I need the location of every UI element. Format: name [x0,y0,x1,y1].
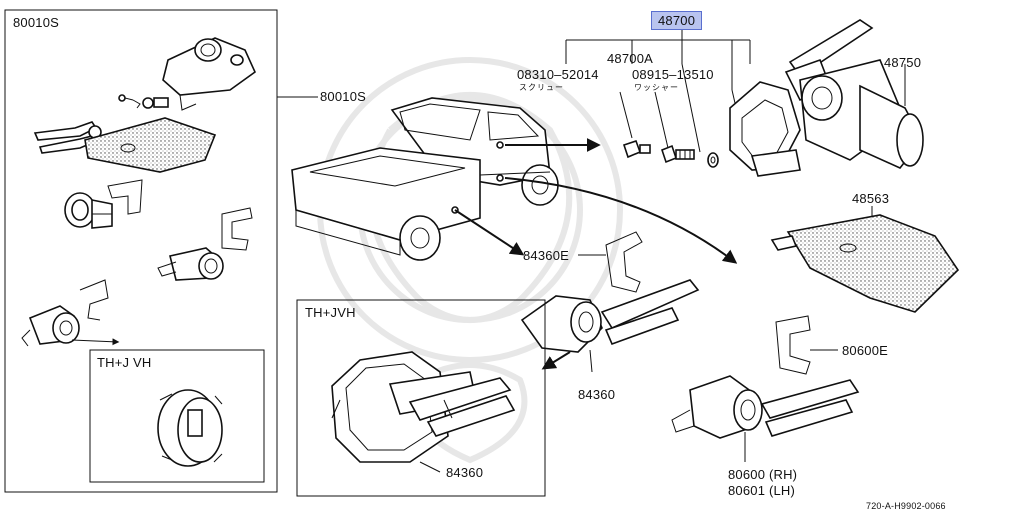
label-washer-part[interactable]: 08915–13510 [632,67,714,82]
door-retainer [775,315,838,375]
label-header-part[interactable]: 48700 [651,11,703,30]
label-kit-box: 80010S [13,15,60,30]
label-drawing-code: 720-A-H9902-0066 [866,501,946,511]
label-key-holder[interactable]: 48563 [852,191,890,206]
inset-mid-cylinder [331,351,516,473]
kit-box-frame [4,9,278,493]
inset-left-cap [157,389,223,467]
tailgate-retainer [578,231,643,293]
screw-nut-washer [622,139,719,168]
inset-mid-frame [296,299,546,497]
kit-retainer-clip [221,207,253,251]
kit-arrow [71,338,120,346]
label-tailgate-cylinder[interactable]: 84360 [578,387,616,402]
arrow-to-inset [541,351,571,370]
kit-door-cylinder [157,247,224,281]
kit-small-screws [118,94,169,109]
label-door-rh[interactable]: 80600 (RH) [728,467,798,482]
tailgate-cylinder [520,279,700,373]
arrow-to-tailgate [454,209,525,256]
label-tailgate-retainer[interactable]: 84360E [523,248,570,263]
header-bracket [565,30,751,153]
inset-left-frame [89,349,265,483]
arrow-to-door-lock [504,177,738,264]
label-tailgate-cylinder-inset[interactable]: 84360 [446,465,484,480]
kit-glovebox-lock [64,179,143,229]
key-holder [770,206,960,313]
kit-keys-holder [33,117,217,173]
label-door-retainer[interactable]: 80600E [842,343,889,358]
label-inset-mid-title: TH+JVH [305,305,356,320]
label-ignition-cover[interactable]: 48750 [884,55,922,70]
pickup-truck [291,97,559,261]
label-kit-callout[interactable]: 80010S [320,89,367,104]
kit-ignition-barrel [162,37,256,111]
label-door-lh[interactable]: 80601 (LH) [728,483,796,498]
label-screw-note: スクリュー [519,83,564,92]
label-cylinder-assembly[interactable]: 48700A [607,51,654,66]
label-screw-part[interactable]: 08310–52014 [517,67,599,82]
label-washer-note: ワッシャー [634,83,679,92]
label-inset-left-title: TH+J VH [97,355,152,370]
door-cylinder [671,375,860,462]
kit-trunk-lock [21,279,109,347]
ignition-cylinder-assembly [729,19,924,177]
